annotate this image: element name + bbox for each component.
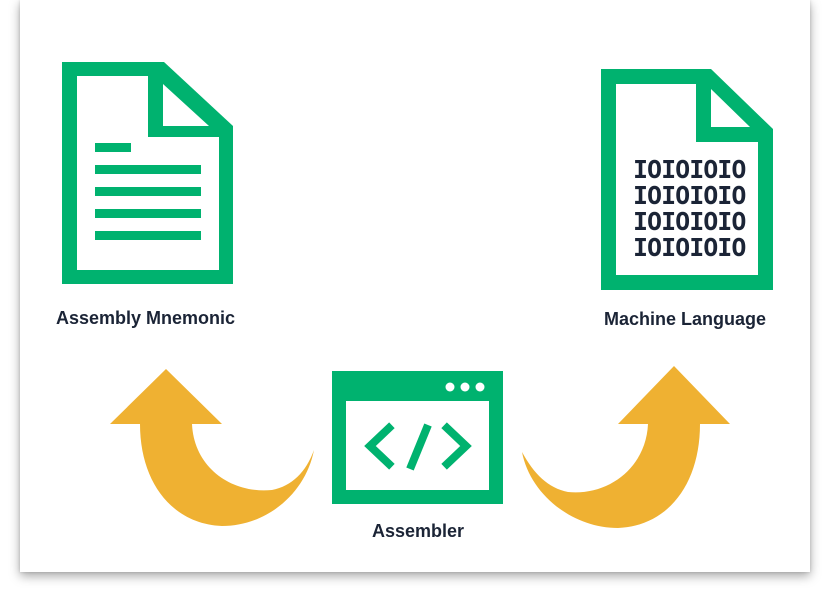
curved-arrow-left-icon: [110, 369, 314, 526]
text-line: [95, 165, 201, 174]
text-line: [95, 209, 201, 218]
text-line: [95, 231, 201, 240]
window-dot: [445, 382, 455, 392]
curved-arrow-right-icon: [522, 366, 730, 528]
chevron-right-icon: [441, 422, 472, 470]
binary-line: IOIOIOIO: [633, 233, 745, 262]
machine-language-label: Machine Language: [604, 309, 767, 329]
text-document-icon: [62, 62, 233, 284]
binary-line: IOIOIOIO: [633, 207, 745, 236]
slash-icon: [406, 423, 432, 471]
binary-line: IOIOIOIO: [633, 181, 745, 210]
text-line: [95, 187, 201, 196]
chevron-left-icon: [364, 422, 395, 470]
assembler-label: Assembler: [372, 521, 465, 541]
text-line: [95, 143, 131, 152]
window-dot: [460, 382, 470, 392]
assembly-mnemonic-label: Assembly Mnemonic: [56, 308, 236, 328]
code-window-icon: [332, 371, 503, 504]
window-dot: [475, 382, 485, 392]
binary-line: IOIOIOIO: [633, 155, 745, 184]
binary-document-icon: IOIOIOIO IOIOIOIO IOIOIOIO IOIOIOIO: [601, 69, 773, 290]
